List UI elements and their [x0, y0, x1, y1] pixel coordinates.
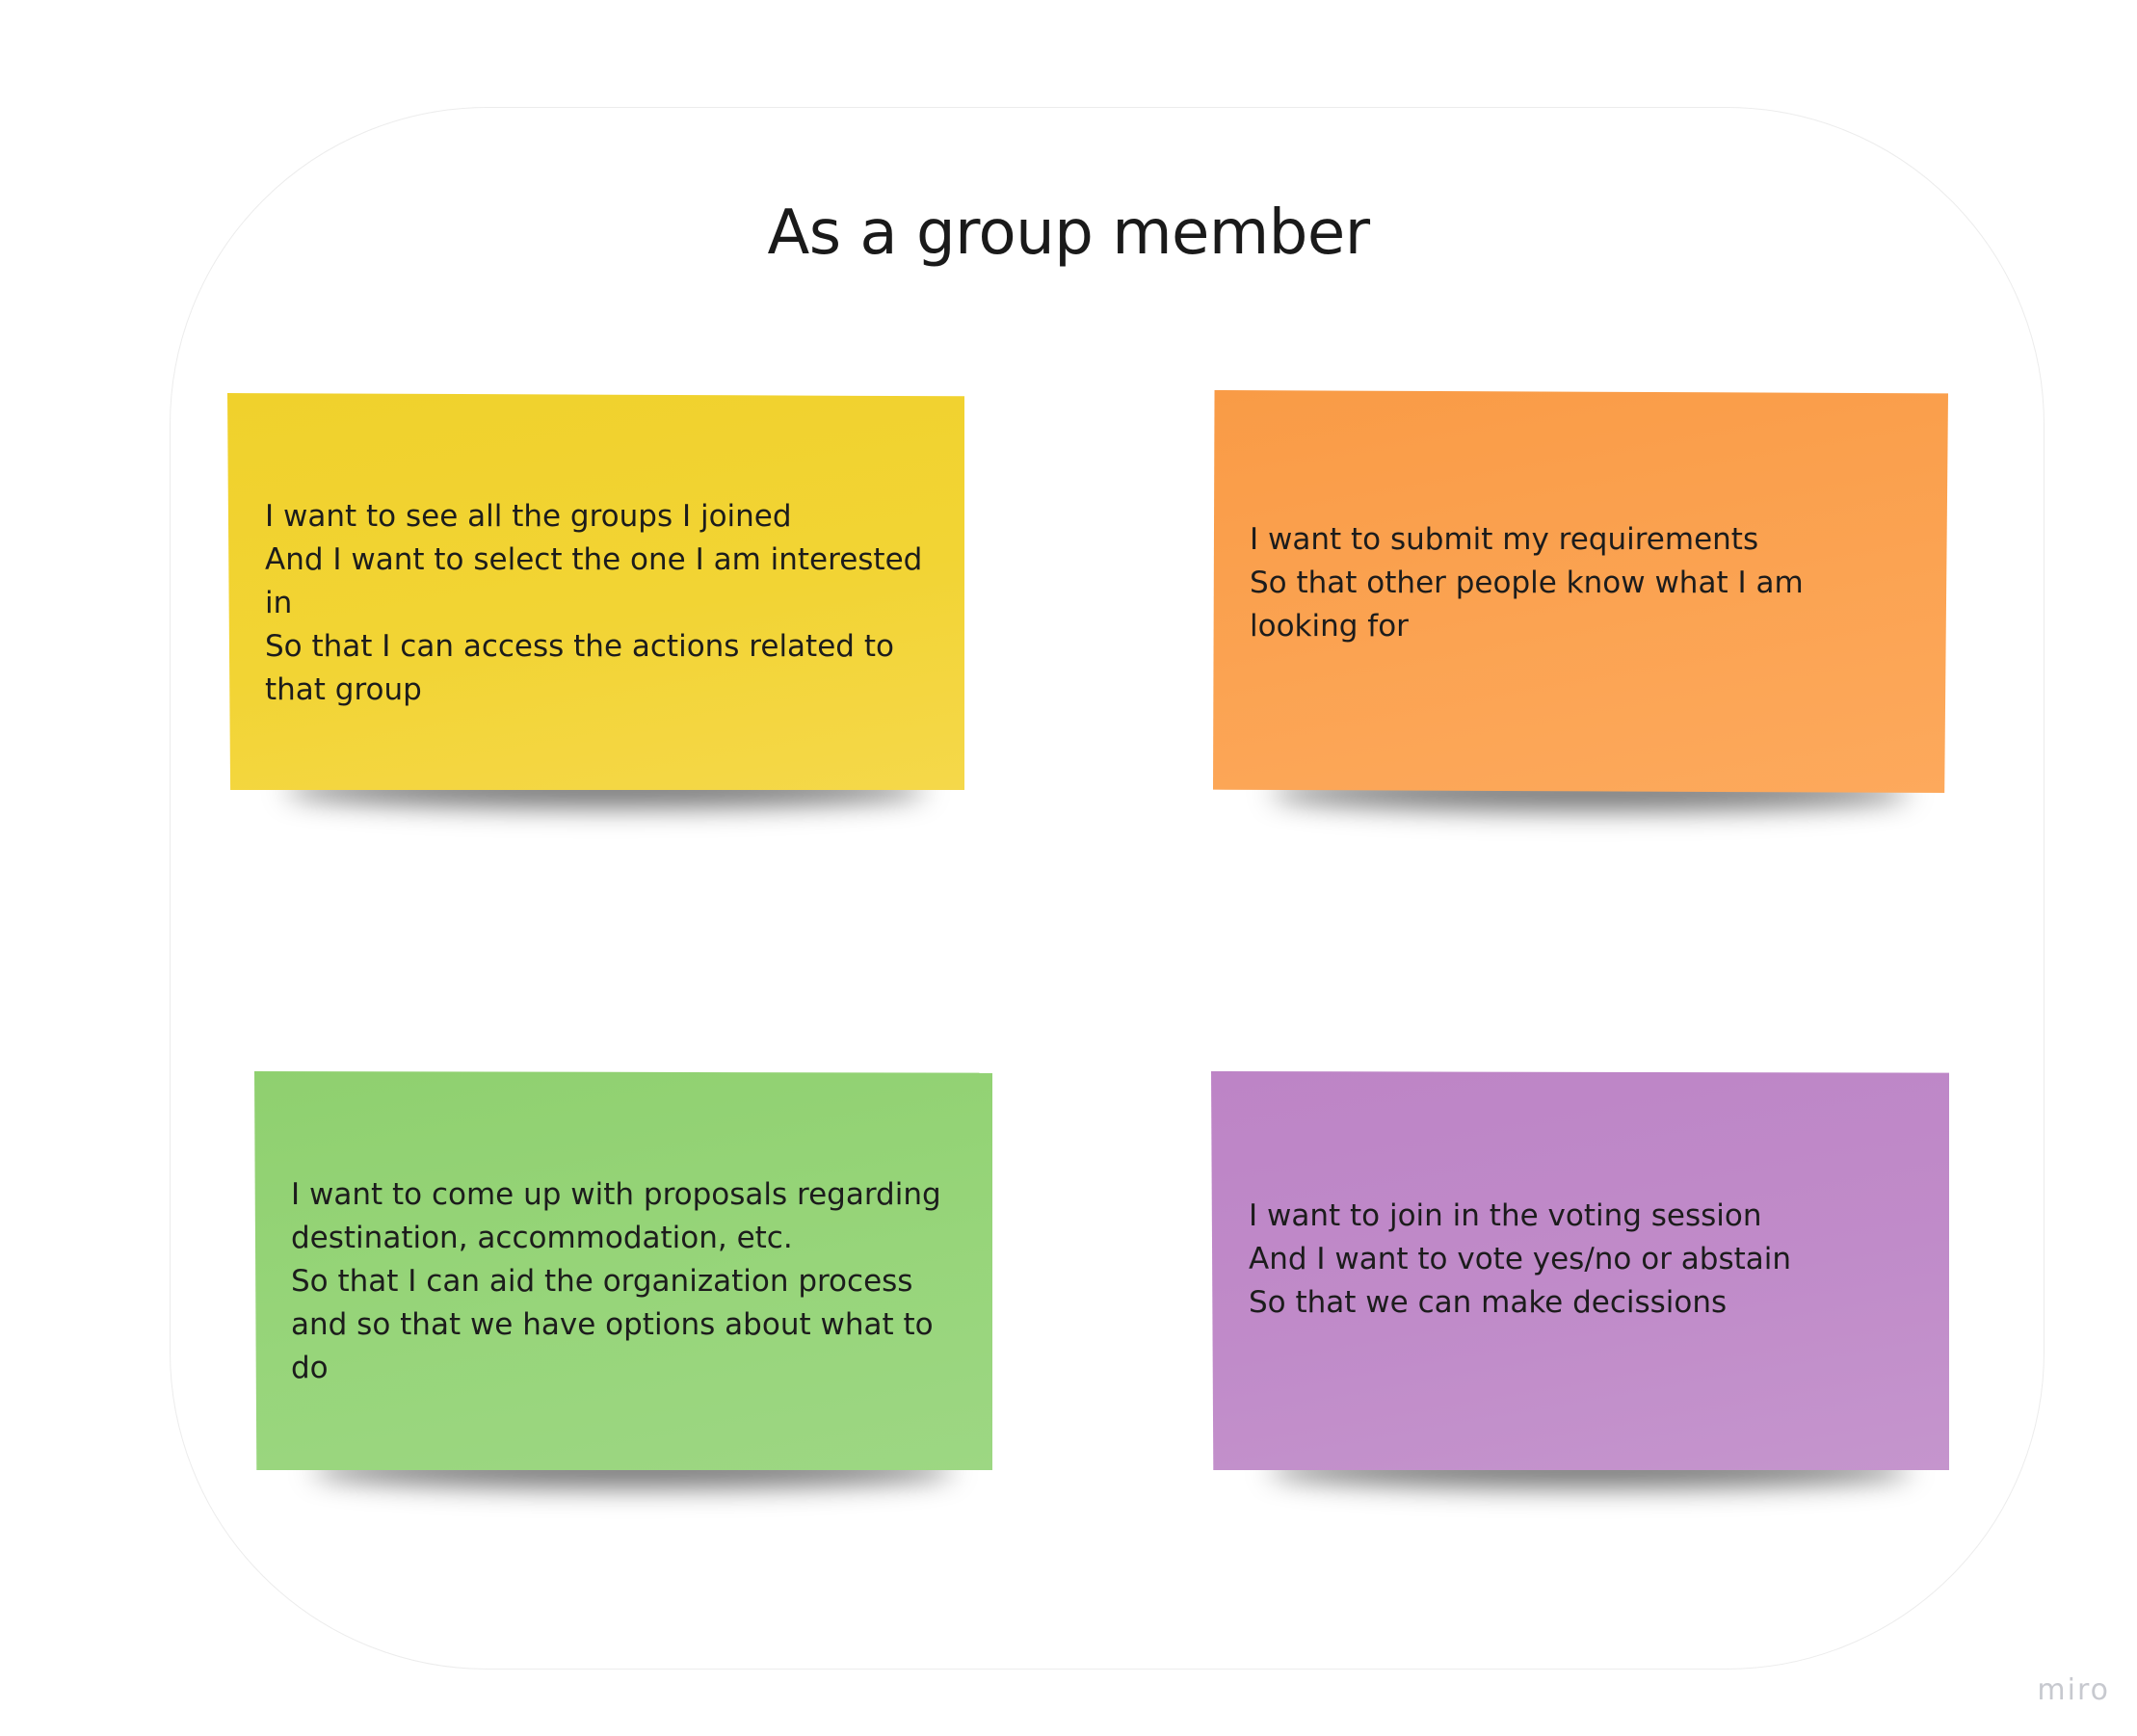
miro-logo: miro [2037, 1673, 2110, 1707]
sticky-note-text: I want to join in the voting session And… [1249, 1198, 1792, 1320]
sticky-note-green[interactable]: I want to come up with proposals regardi… [254, 1071, 992, 1487]
sticky-note-text: I want to submit my requirements So that… [1250, 522, 1804, 644]
sticky-note-purple[interactable]: I want to join in the voting session And… [1211, 1071, 1949, 1487]
sticky-note-yellow[interactable]: I want to see all the groups I joined An… [227, 393, 964, 807]
board-title: As a group member [767, 197, 1370, 269]
sticky-note-text: I want to come up with proposals regardi… [291, 1177, 941, 1385]
sticky-note-orange[interactable]: I want to submit my requirements So that… [1213, 390, 1948, 810]
sticky-note-text: I want to see all the groups I joined An… [265, 499, 923, 707]
